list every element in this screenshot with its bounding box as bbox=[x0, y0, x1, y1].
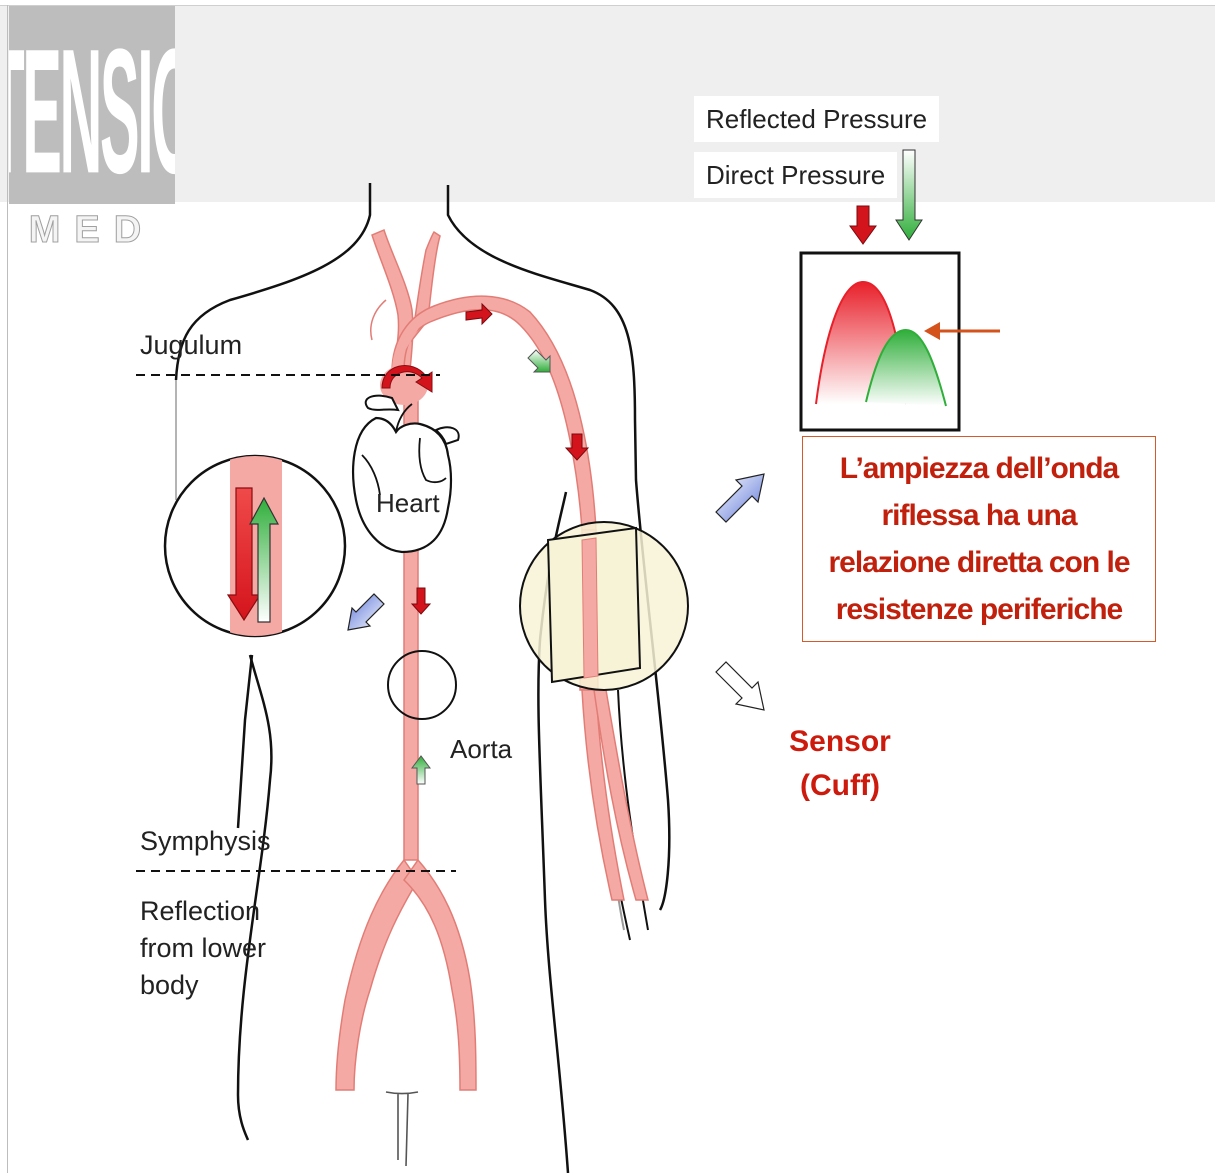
aorta-zoom bbox=[165, 440, 345, 660]
direct-pressure-legend-arrow-icon bbox=[850, 206, 876, 244]
label-symphysis: Symphysis bbox=[140, 826, 271, 857]
left-inner-line bbox=[238, 655, 252, 828]
signal-out-arrow-icon bbox=[716, 474, 764, 522]
label-heart: Heart bbox=[376, 488, 440, 519]
reflected-pressure-legend-arrow-icon bbox=[896, 150, 922, 240]
zoom-pointer-arrow-icon bbox=[348, 594, 384, 630]
label-jugulum: Jugulum bbox=[140, 330, 242, 361]
label-reflection: Reflection from lower body bbox=[140, 893, 266, 1004]
label-sensor-cuff: Sensor (Cuff) bbox=[780, 720, 900, 808]
signal-in-arrow-icon bbox=[716, 662, 764, 710]
label-aorta: Aorta bbox=[450, 734, 512, 765]
arch-branch bbox=[371, 300, 386, 340]
aorta-detail-marker bbox=[388, 651, 456, 719]
heart-body bbox=[353, 418, 451, 552]
left-iliac bbox=[336, 860, 418, 1090]
right-iliac bbox=[404, 860, 476, 1090]
note-text: L’ampiezza dell’onda riflessa ha una rel… bbox=[819, 445, 1139, 633]
waveform-panel bbox=[801, 253, 959, 430]
pelvis-marker bbox=[386, 1092, 418, 1166]
note-callout: L’ampiezza dell’onda riflessa ha una rel… bbox=[802, 436, 1156, 642]
